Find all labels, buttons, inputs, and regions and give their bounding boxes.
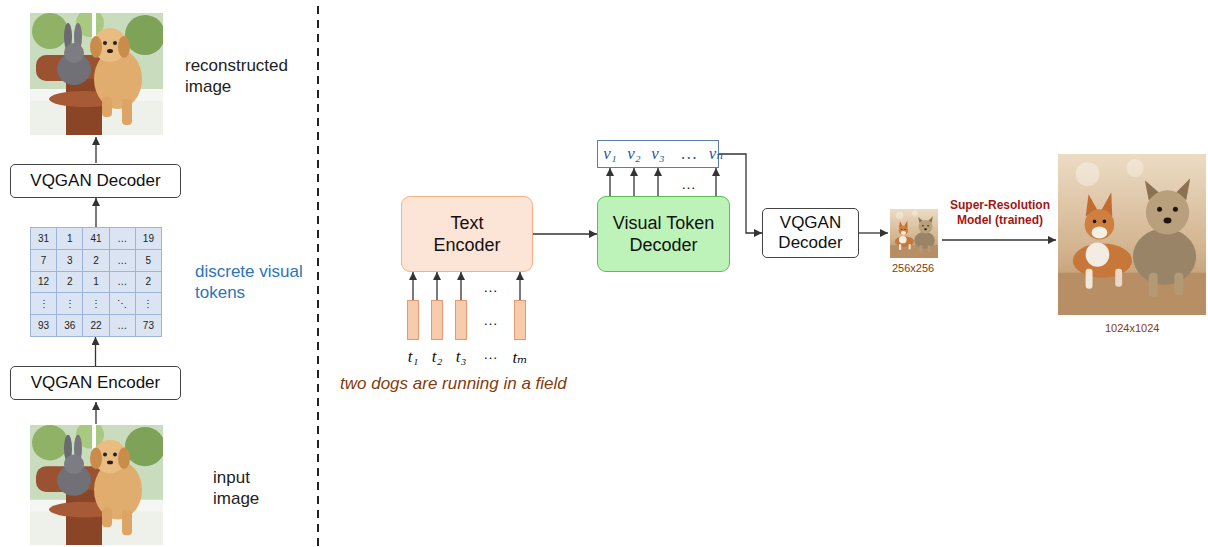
connector-arrow	[95, 337, 96, 366]
input-image	[30, 421, 165, 545]
box-label: VQGAN Decoder	[30, 171, 160, 191]
token-symbol: vₙ	[709, 144, 723, 164]
table-cell: 7	[31, 250, 56, 271]
text-token: t₃	[455, 300, 467, 340]
box-label: VQGAN Decoder	[769, 213, 852, 253]
low-res-image	[890, 209, 938, 258]
box-label: Visual Token Decoder	[606, 212, 721, 256]
table-cell: 31	[31, 228, 56, 249]
text-encoder-box: Text Encoder	[401, 196, 533, 272]
token-symbol: v₂	[627, 144, 640, 164]
ellipsis: …	[483, 276, 498, 297]
table-cell: ⋱	[110, 293, 135, 314]
table-cell: 19	[136, 228, 161, 249]
box-label: Text Encoder	[422, 212, 512, 256]
token-symbol: v₃	[651, 144, 664, 164]
model-label: Super-Resolution Model (trained)	[944, 198, 1056, 228]
divider-line	[317, 6, 319, 547]
tokens-label: discrete visual tokens	[195, 261, 307, 303]
table-cell: 5	[136, 250, 161, 271]
table-cell: ⋮	[57, 293, 82, 314]
table-cell: 2	[83, 250, 108, 271]
table-cell: 2	[136, 272, 161, 293]
table-cell: 1	[57, 228, 82, 249]
connector-arrow	[657, 168, 658, 196]
text-token: tₘ	[514, 300, 526, 340]
token-symbol: t₁	[408, 347, 419, 367]
table-cell: ⋮	[136, 293, 161, 314]
token-symbol: tₘ	[512, 347, 527, 368]
table-cell: 1	[83, 272, 108, 293]
ellipsis: …	[681, 173, 696, 194]
table-cell: 3	[57, 250, 82, 271]
table-cell: 41	[83, 228, 108, 249]
table-cell: 2	[57, 272, 82, 293]
decoder-box: VQGAN Decoder	[762, 208, 859, 258]
prompt-caption: two dogs are running in a field	[340, 373, 567, 394]
connector-arrow	[609, 168, 610, 196]
size-label: 256x256	[892, 262, 934, 275]
reconstructed-image	[30, 9, 165, 135]
token-symbol: …	[681, 144, 696, 164]
table-cell: 22	[83, 315, 108, 336]
connector-arrow	[633, 168, 634, 196]
table-cell: 12	[31, 272, 56, 293]
visual-token-row: v₁v₂v₃…vₙ	[597, 140, 719, 168]
image-label: input image	[213, 467, 275, 509]
table-cell: ⋮	[31, 293, 56, 314]
table-cell: 36	[57, 315, 82, 336]
token-grid: 31141…19732…51221…2⋮⋮⋮⋱⋮933622…73	[30, 227, 162, 337]
image-arrow	[859, 232, 888, 233]
connector-arrow	[715, 168, 716, 196]
token-symbol: t₃	[456, 347, 467, 367]
size-label: 1024x1024	[1105, 322, 1159, 335]
table-cell: ⋮	[83, 293, 108, 314]
text-token: t₂	[431, 300, 443, 340]
ellipsis: …	[483, 343, 498, 364]
box-label: VQGAN Encoder	[31, 373, 160, 393]
ellipsis: …	[483, 309, 498, 330]
encoder-box: VQGAN Encoder	[10, 366, 181, 400]
image-arrow	[95, 137, 96, 163]
token-decoder-box: Visual Token Decoder	[597, 196, 730, 272]
table-cell: …	[110, 228, 135, 249]
connector-arrow	[436, 272, 437, 300]
table-cell: 93	[31, 315, 56, 336]
token-symbol: v₁	[603, 144, 616, 164]
table-cell: …	[110, 315, 135, 336]
table-cell: …	[110, 250, 135, 271]
decoder-box: VQGAN Decoder	[10, 164, 181, 198]
connector-arrow	[412, 272, 413, 300]
token-symbol: t₂	[432, 347, 443, 367]
connector-arrow	[95, 198, 96, 227]
connector-arrow	[519, 272, 520, 300]
connector-arrow	[460, 272, 461, 300]
table-cell: …	[110, 272, 135, 293]
super-resolution-arrow	[942, 239, 1056, 240]
image-arrow	[95, 402, 96, 424]
high-res-image	[1058, 154, 1206, 315]
image-label: reconstructed image	[185, 55, 305, 97]
connector-arrow	[533, 233, 597, 234]
text-token: t₁	[407, 300, 419, 340]
table-cell: 73	[136, 315, 161, 336]
